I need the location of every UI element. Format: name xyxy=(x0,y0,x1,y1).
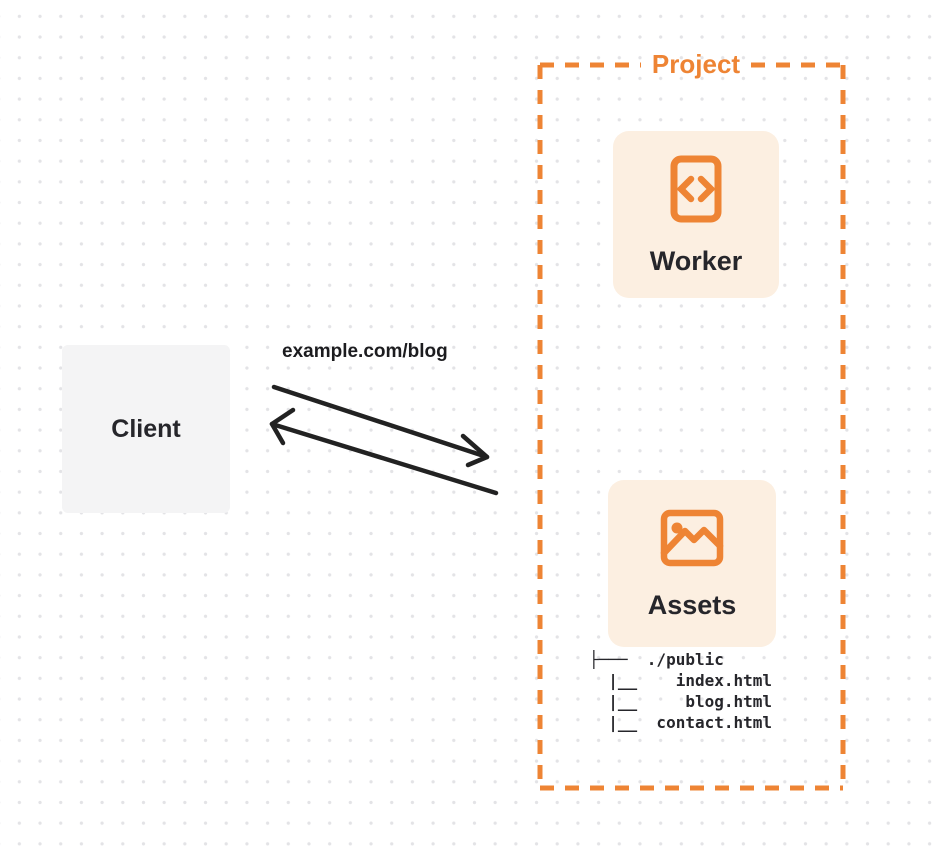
client-label: Client xyxy=(111,414,181,443)
request-arrow xyxy=(271,384,490,468)
assets-card: Assets xyxy=(608,480,776,647)
image-icon xyxy=(660,509,724,566)
request-url-label: example.com/blog xyxy=(282,341,448,362)
code-file-icon xyxy=(670,155,722,222)
client-box: Client xyxy=(62,345,230,513)
assets-file-tree: ├─── ./public |__ index.html |__ blog.ht… xyxy=(589,650,773,732)
response-arrowhead xyxy=(269,407,296,446)
request-arrow-line xyxy=(271,384,490,460)
worker-card: Worker xyxy=(613,131,779,298)
response-arrow xyxy=(269,407,499,496)
project-boundary xyxy=(537,62,846,791)
response-arrow-line xyxy=(269,421,499,496)
project-boundary-label: Project xyxy=(651,49,741,79)
worker-label: Worker xyxy=(649,245,743,276)
assets-label: Assets xyxy=(647,589,737,620)
request-arrowhead xyxy=(460,433,490,468)
